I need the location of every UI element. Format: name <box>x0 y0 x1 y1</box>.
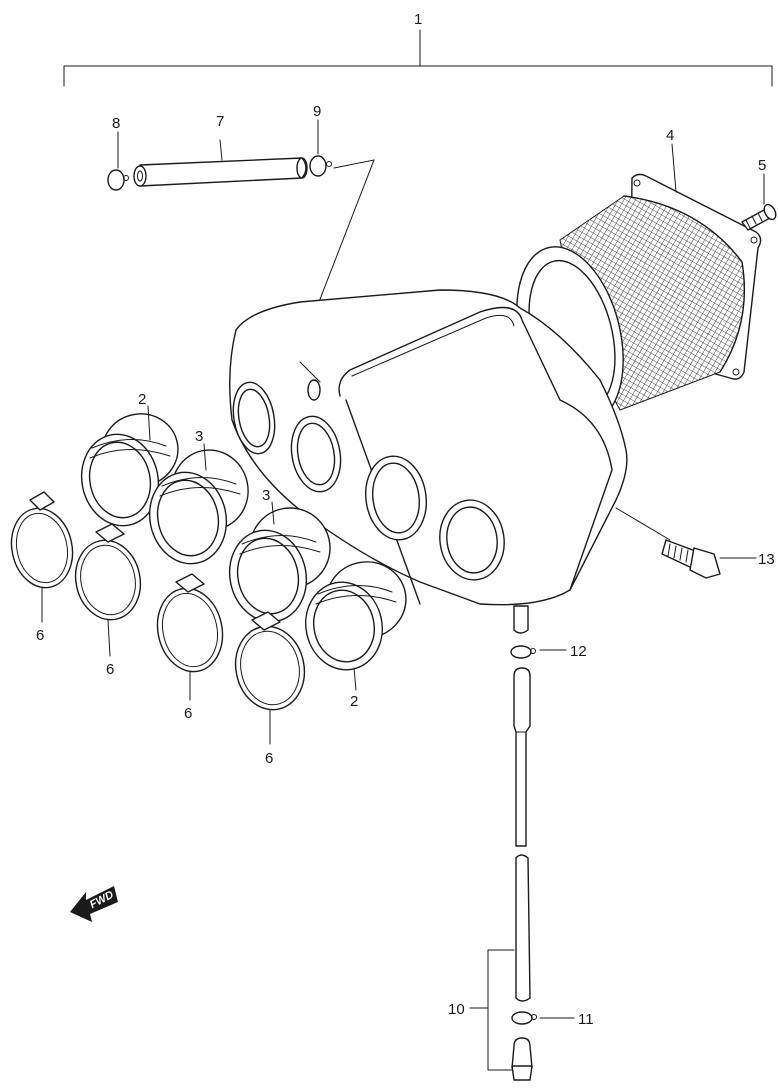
callout-7: 7 <box>216 113 224 130</box>
callout-6-d: 6 <box>265 750 273 767</box>
callout-3-right: 3 <box>262 487 270 504</box>
drain-plug <box>511 1037 533 1081</box>
callout-numbers: 1 2 2 3 3 4 5 6 6 6 6 7 8 9 10 11 12 13 <box>36 11 775 1028</box>
clamp-part-6-a <box>10 491 74 589</box>
clamp-part-6-d <box>234 611 306 711</box>
drain-clip-part-11 <box>511 1011 537 1025</box>
air-cleaner-case <box>229 289 628 634</box>
drain-hose-upper <box>513 667 531 847</box>
fwd-arrow-icon: FWD <box>70 886 118 922</box>
breather-hose-part-7 <box>133 157 308 187</box>
callout-2-bottom: 2 <box>350 693 358 710</box>
callout-6-b: 6 <box>106 661 114 678</box>
callout-8: 8 <box>112 115 120 132</box>
intake-pipe-part-3-right <box>228 507 331 623</box>
callout-1: 1 <box>414 11 422 28</box>
callout-5: 5 <box>758 157 766 174</box>
callout-3-left: 3 <box>195 428 203 445</box>
assembly-bracket <box>63 29 773 87</box>
hose-clamp-part-9 <box>309 155 332 177</box>
callout-9: 9 <box>313 103 321 120</box>
intake-pipe-part-2-left <box>80 413 179 527</box>
callout-4: 4 <box>666 127 674 144</box>
clamp-part-6-b <box>74 523 142 621</box>
drain-clip-part-12 <box>510 645 536 659</box>
callout-10: 10 <box>448 1001 465 1018</box>
hose-clamp-part-8 <box>107 169 129 191</box>
callout-6-c: 6 <box>184 705 192 722</box>
leader-lines <box>41 119 765 1019</box>
air-cleaner-element-part-4 <box>516 173 762 424</box>
drain-hose-lower <box>515 854 531 1002</box>
callout-11: 11 <box>578 1011 594 1028</box>
callout-6-a: 6 <box>36 627 44 644</box>
callout-2-top: 2 <box>138 391 146 408</box>
callout-12: 12 <box>570 643 587 660</box>
bolt-part-5 <box>741 203 777 231</box>
intake-pipe-part-2-right <box>305 561 407 671</box>
intake-pipe-part-3-left <box>148 449 249 565</box>
clamp-part-6-c <box>156 573 224 673</box>
callout-13: 13 <box>758 551 775 568</box>
drain-bolt-part-13 <box>661 539 721 579</box>
